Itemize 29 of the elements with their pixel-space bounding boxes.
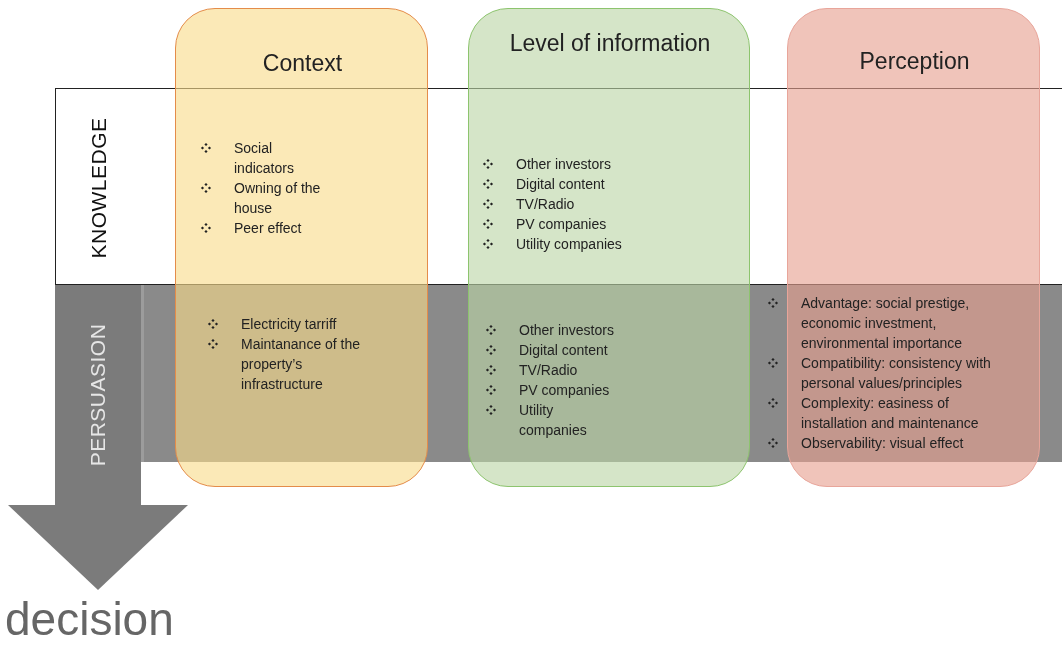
list-item: Utility companies — [516, 235, 623, 254]
down-arrow — [8, 461, 188, 590]
list-item: TV/Radio — [516, 195, 576, 214]
list-item: Utility companies — [519, 401, 588, 440]
list-item: Other investors — [519, 321, 615, 340]
column-heading: Context — [261, 49, 344, 77]
row-label: PERSUASION — [86, 323, 110, 467]
row-label: KNOWLEDGE — [87, 117, 111, 258]
list-item: Observability: visual effect — [801, 434, 965, 453]
list-item: Other investors — [516, 155, 612, 174]
list-item: PV companies — [519, 381, 611, 400]
row-band — [55, 88, 1062, 285]
column-heading: Perception — [858, 47, 971, 75]
list-item: Peer effect — [234, 219, 303, 238]
list-item: Complexity: easiness of installation and maintenance — [801, 394, 980, 433]
list-item: PV companies — [516, 215, 608, 234]
column-panel — [468, 8, 750, 487]
list-item: Electricity tarriff — [241, 315, 338, 334]
list-item: Digital content — [519, 341, 609, 360]
column-panel — [175, 8, 428, 487]
list-item: Social indicators — [234, 139, 295, 178]
list-item: Advantage: social prestige, economic investment, environmental importance — [801, 294, 971, 353]
column-heading: Level of information — [508, 29, 712, 57]
list-item: Owning of the house — [234, 179, 322, 218]
decision-label: decision — [5, 593, 174, 645]
list-item: Compatibility: consistency with personal values/principles — [801, 354, 992, 393]
list-item: TV/Radio — [519, 361, 579, 380]
list-item: Digital content — [516, 175, 606, 194]
list-item: Maintanance of the property’s infrastructure — [241, 335, 362, 394]
